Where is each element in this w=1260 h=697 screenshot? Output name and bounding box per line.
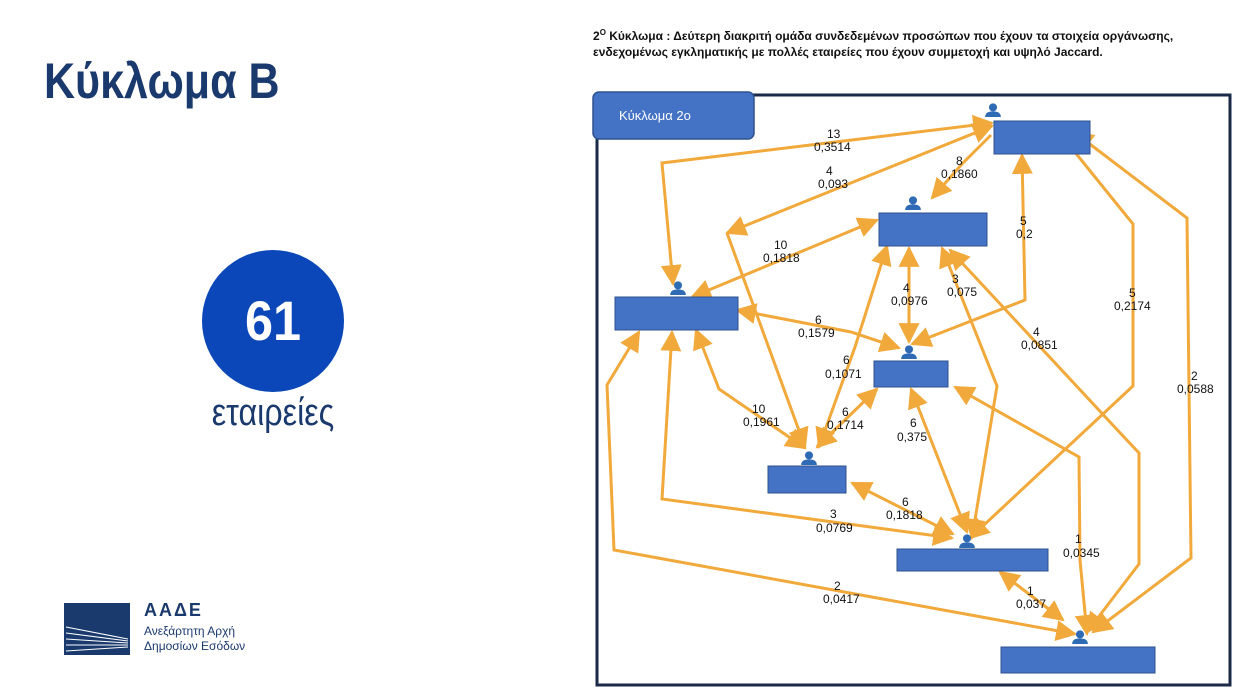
edge-label-jaccard: 0,1860: [941, 167, 978, 181]
edge-label-jaccard: 0,0851: [1021, 338, 1058, 352]
node-top: [985, 103, 1091, 155]
edge-label-count: 3: [830, 507, 837, 521]
company-count-label: εταιρείες: [211, 392, 335, 434]
edge-label-count: 5: [1020, 214, 1027, 228]
edge-label-count: 4: [826, 164, 833, 178]
edge-4-093: [725, 123, 994, 236]
edge-label-jaccard: 0,1961: [743, 415, 780, 429]
edge-label-jaccard: 0,0345: [1063, 546, 1100, 560]
edge-label-jaccard: 0,1714: [827, 418, 864, 432]
edge-1-037: [998, 570, 1065, 622]
diagram-label-box: [592, 91, 755, 140]
edge-label-jaccard: 0,0417: [823, 592, 860, 606]
description-number: 2: [593, 29, 600, 43]
edge-label-count: 2: [834, 579, 841, 593]
edge-label-jaccard: 0,3514: [814, 140, 851, 154]
logo-name: ΑΑΔΕ: [144, 600, 203, 620]
edge-4-093-down: [725, 232, 809, 449]
edge-label-count: 4: [1033, 325, 1040, 339]
edge-label-count: 6: [815, 313, 822, 327]
edge-label-count: 8: [956, 154, 963, 168]
edge-2-0588: [1072, 130, 1193, 634]
diagram-label: Κύκλωμα 2ο: [619, 108, 691, 123]
network-diagram: Κύκλωμα 2ο 13 0,3514 4 0,093 8 0,1860 10…: [592, 91, 1232, 687]
node-upper-center: [878, 196, 988, 247]
node-left: [614, 281, 739, 331]
diagram-description: 2Ο Κύκλωμα : Δεύτερη διακριτή ομάδα συνδ…: [593, 25, 1229, 60]
node-lower-left: [767, 451, 847, 494]
edge-label-count: 4: [903, 281, 910, 295]
node-center: [873, 345, 949, 388]
node-lower-right: [896, 534, 1049, 572]
edge-label-count: 1: [1075, 532, 1082, 546]
edge-label-jaccard: 0,075: [947, 285, 977, 299]
edge-label-jaccard: 0,1818: [763, 251, 800, 265]
edge-label-count: 6: [910, 416, 917, 430]
edge-label-jaccard: 0,2: [1016, 227, 1033, 241]
edge-label-count: 2: [1191, 369, 1198, 383]
edge-label-count: 6: [902, 495, 909, 509]
slide-title: Κύκλωμα Β: [44, 53, 280, 109]
edge-label-count: 10: [752, 402, 766, 416]
edge-label-count: 1: [1027, 584, 1034, 598]
description-superscript: Ο: [599, 28, 606, 37]
aade-logo-icon: [64, 603, 130, 655]
edge-label-jaccard: 0,0769: [816, 521, 853, 535]
node-bottom: [1000, 630, 1156, 674]
edge-label-count: 5: [1129, 286, 1136, 300]
company-count-circle: 61: [202, 250, 344, 392]
logo-subtitle-line2: Δημοσίων Εσόδων: [144, 639, 246, 653]
edge-label-jaccard: 0,0976: [891, 294, 928, 308]
description-text: Κύκλωμα : Δεύτερη διακριτή ομάδα συνδεδε…: [593, 29, 1174, 59]
edge-label-jaccard: 0,375: [897, 430, 927, 444]
edge-label-count: 6: [842, 405, 849, 419]
edge-label-jaccard: 0,1579: [798, 326, 835, 340]
company-count: 61: [244, 289, 302, 352]
edge-10-1818: [690, 217, 879, 300]
edge-label-count: 13: [827, 127, 841, 141]
edge-label-count: 6: [843, 353, 850, 367]
edge-label-count: 3: [952, 272, 959, 286]
edge-label-jaccard: 0,0588: [1177, 382, 1214, 396]
edge-label-count: 10: [774, 238, 788, 252]
edge-label-jaccard: 0,1071: [825, 367, 862, 381]
edge-label-jaccard: 0,2174: [1114, 299, 1151, 313]
edge-label-jaccard: 0,1818: [886, 508, 923, 522]
edge-2-0417: [605, 330, 1078, 641]
edge-label-jaccard: 0,093: [818, 177, 848, 191]
edge-label-jaccard: 0,037: [1016, 597, 1046, 611]
logo-subtitle-line1: Ανεξάρτητη Αρχή: [144, 624, 236, 638]
